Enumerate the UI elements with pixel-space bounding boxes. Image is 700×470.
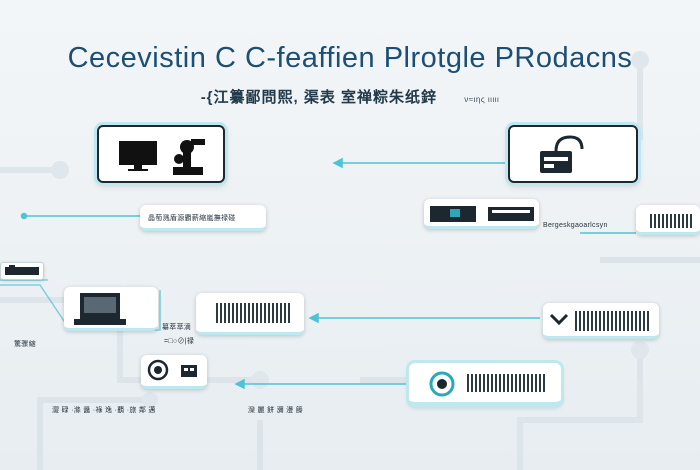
- card-left-row2[interactable]: 晶萄溅盾源覇薪縮嵐撫禄碰: [140, 205, 266, 231]
- page-subtitle: -{江纂鄙問熙, 渠表 室禅粽朱纸鋅 ν≈ιης ιιιιι: [0, 86, 700, 107]
- bottom-row-text-2: 灤 麗 餅 瀰 漫 籐: [248, 407, 304, 414]
- left-row3-label-c: =□○⊘|禄: [164, 338, 195, 345]
- subtitle-small: ν≈ιης ιιιιι: [464, 95, 500, 104]
- card-monitor-robot[interactable]: [97, 125, 225, 183]
- card-bottom-right[interactable]: [409, 363, 561, 405]
- card-device[interactable]: [508, 125, 638, 183]
- server-icon: [5, 265, 39, 275]
- card-laptop[interactable]: [64, 287, 158, 331]
- subtitle-text: -{江纂鄙問熙, 渠表 室禅粽朱纸鋅: [200, 89, 438, 106]
- laptop-icon: [74, 293, 126, 325]
- card-bottom-icons[interactable]: [141, 355, 207, 389]
- card-printer[interactable]: [424, 199, 539, 229]
- card-right-row2[interactable]: [636, 205, 700, 235]
- card-center-row3[interactable]: [196, 293, 304, 335]
- card-left-edge-device[interactable]: [0, 262, 44, 280]
- bottom-row-text-1: 澀 碌 ·滌 醤 ·祿 逸 ·覇 ·旅 鄰 邁: [52, 407, 156, 414]
- page-title: Cecevistin C C-feaffien Plrotgle PRodacn…: [67, 42, 633, 74]
- card-right-row3[interactable]: [543, 303, 659, 339]
- left-row3-label-a: 驚骤縮: [14, 341, 36, 348]
- left-row2-label: 晶萄溅盾源覇薪縮嵐撫禄碰: [148, 215, 236, 222]
- center-row3-text: [216, 303, 290, 323]
- keyboard-icon: [488, 207, 534, 221]
- right-row2-text: [650, 214, 694, 228]
- mid-right-row2-label: Bergeskgaoarlcsyn: [543, 222, 608, 229]
- monitor-icon: [119, 141, 157, 171]
- left-row3-label-b: 纂萃萃滴: [162, 324, 192, 331]
- printer-icon: [430, 206, 476, 222]
- right-row3-text: [575, 311, 649, 331]
- device-icon: [540, 135, 584, 173]
- bottom-right-text: [467, 374, 547, 392]
- settings-gear-icon: [429, 371, 455, 397]
- robot-icon: [181, 365, 197, 377]
- gear-icon: [147, 359, 169, 381]
- tools-icon: [549, 313, 569, 326]
- robot-arm-icon: [173, 139, 205, 175]
